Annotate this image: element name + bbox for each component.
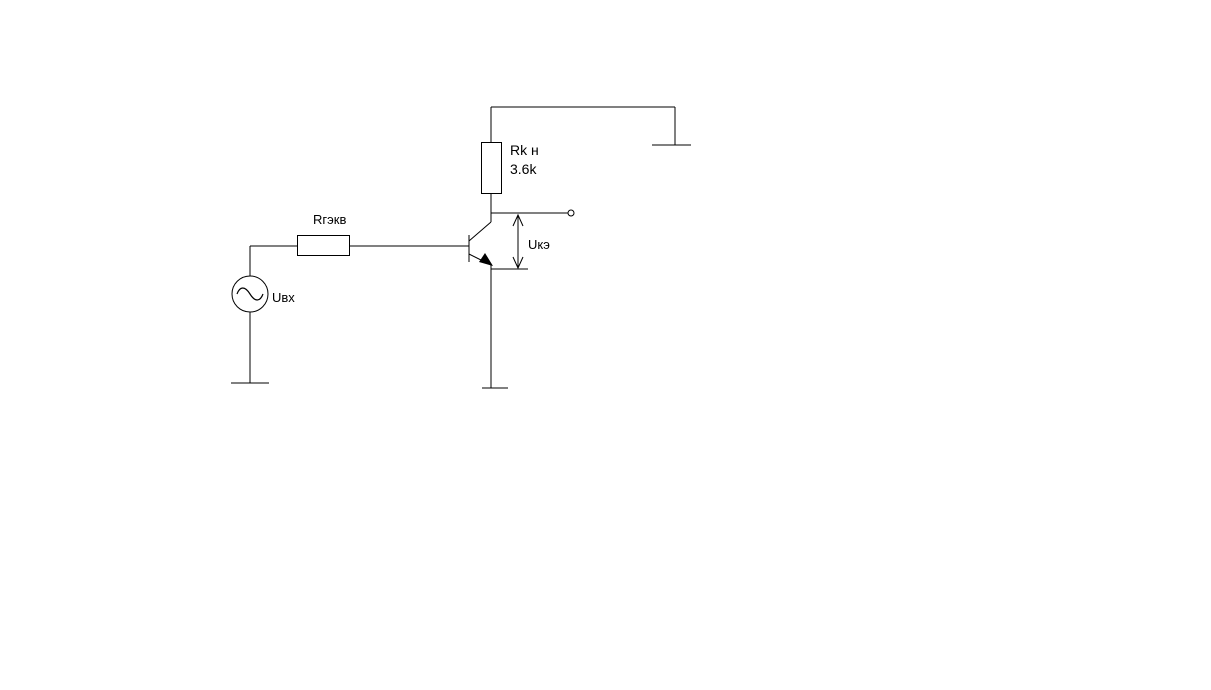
emitter-wire xyxy=(490,265,528,388)
resistor-rg-name: Rгэкв xyxy=(313,212,346,227)
output-terminal xyxy=(567,209,575,217)
transistor-collector-lead xyxy=(468,221,492,242)
source-wire xyxy=(249,245,297,383)
sine-wave-icon xyxy=(236,287,264,301)
emitter-arrow-icon xyxy=(479,253,493,266)
resistor-rk-name: Rk н xyxy=(510,142,539,158)
supply-rail xyxy=(490,106,676,145)
uke-arrow xyxy=(512,213,524,270)
uke-label: Uкэ xyxy=(528,237,550,252)
resistor-rk xyxy=(481,142,502,194)
source-label: Uвх xyxy=(272,290,295,305)
resistor-rg xyxy=(297,235,350,256)
transistor xyxy=(468,213,493,266)
ac-source xyxy=(231,275,269,313)
resistor-rk-value: 3.6k xyxy=(510,161,537,177)
collector-wire xyxy=(490,194,568,214)
